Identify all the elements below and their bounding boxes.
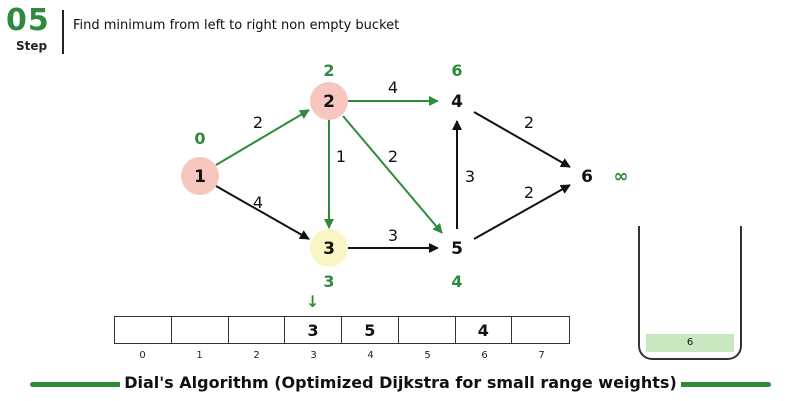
bucket-index-2: 2 — [253, 350, 260, 361]
bucket-cell-4: 5 — [342, 317, 399, 343]
step-label: Step — [16, 39, 48, 53]
edge-weight-2-3: 1 — [336, 147, 346, 166]
queue-item: 6 — [646, 334, 734, 352]
bucket-array: 3 5 4 — [114, 316, 570, 344]
edge-weight-5-4: 3 — [465, 167, 475, 186]
bucket-cell-3: 3 — [285, 317, 342, 343]
graph-diagram: 2 4 1 4 2 3 3 2 2 1 2 3 4 5 6 0 2 3 6 4 … — [181, 61, 629, 291]
node-4: 4 — [438, 82, 476, 120]
footer-bar-left — [30, 382, 150, 387]
node-2: 2 — [310, 82, 348, 120]
footer-title: Dial's Algorithm (Optimized Dijkstra for… — [120, 373, 681, 392]
node-6: 6 — [568, 157, 606, 195]
bucket-index-1: 1 — [196, 350, 203, 361]
footer-banner: Dial's Algorithm (Optimized Dijkstra for… — [30, 372, 771, 396]
node-3-label: 3 — [323, 239, 335, 259]
edge-weight-2-5: 2 — [388, 147, 398, 166]
node-2-distance: 2 — [323, 61, 334, 80]
bucket-cell-7 — [512, 317, 569, 343]
node-1-label: 1 — [194, 167, 206, 187]
queue-container: 6 — [638, 226, 742, 360]
node-1-distance: 0 — [194, 129, 205, 148]
node-4-label: 4 — [451, 92, 463, 112]
header-divider — [62, 10, 64, 54]
edge-weight-1-3: 4 — [253, 193, 263, 212]
bucket-pointer-arrow: ↓ — [306, 292, 320, 311]
bucket-cell-1 — [172, 317, 229, 343]
node-2-label: 2 — [323, 92, 335, 112]
bucket-index-5: 5 — [424, 350, 431, 361]
node-1: 1 — [181, 157, 219, 195]
edge-weight-3-5: 3 — [388, 226, 398, 245]
edge-weight-4-6: 2 — [524, 113, 534, 132]
node-5-distance: 4 — [451, 272, 462, 291]
bucket-cell-5 — [399, 317, 456, 343]
node-5-label: 5 — [451, 239, 463, 259]
edge-4-6 — [473, 111, 571, 168]
bucket-cell-6: 4 — [456, 317, 513, 343]
bucket-index-3: 3 — [310, 350, 317, 361]
bucket-index-6: 6 — [481, 350, 488, 361]
node-3-distance: 3 — [323, 272, 334, 291]
node-5: 5 — [438, 229, 476, 267]
bucket-index-7: 7 — [538, 350, 545, 361]
edge-weight-5-6: 2 — [524, 183, 534, 202]
node-6-label: 6 — [581, 167, 593, 187]
edge-1-2 — [215, 109, 310, 166]
step-number: 05 — [6, 3, 50, 38]
bucket-index-4: 4 — [367, 350, 374, 361]
edge-5-6 — [473, 184, 571, 240]
instruction-text: Find minimum from left to right non empt… — [73, 18, 400, 33]
bucket-index-0: 0 — [139, 350, 146, 361]
node-6-distance: ∞ — [614, 166, 629, 187]
edge-1-3 — [215, 185, 310, 240]
bucket-cell-0 — [115, 317, 172, 343]
node-3: 3 — [310, 229, 348, 267]
footer-bar-right — [666, 382, 771, 387]
edge-weight-2-4: 4 — [388, 78, 398, 97]
bucket-cell-2 — [229, 317, 286, 343]
edge-2-5 — [342, 115, 443, 234]
node-4-distance: 6 — [451, 61, 462, 80]
edge-weight-1-2: 2 — [253, 113, 263, 132]
